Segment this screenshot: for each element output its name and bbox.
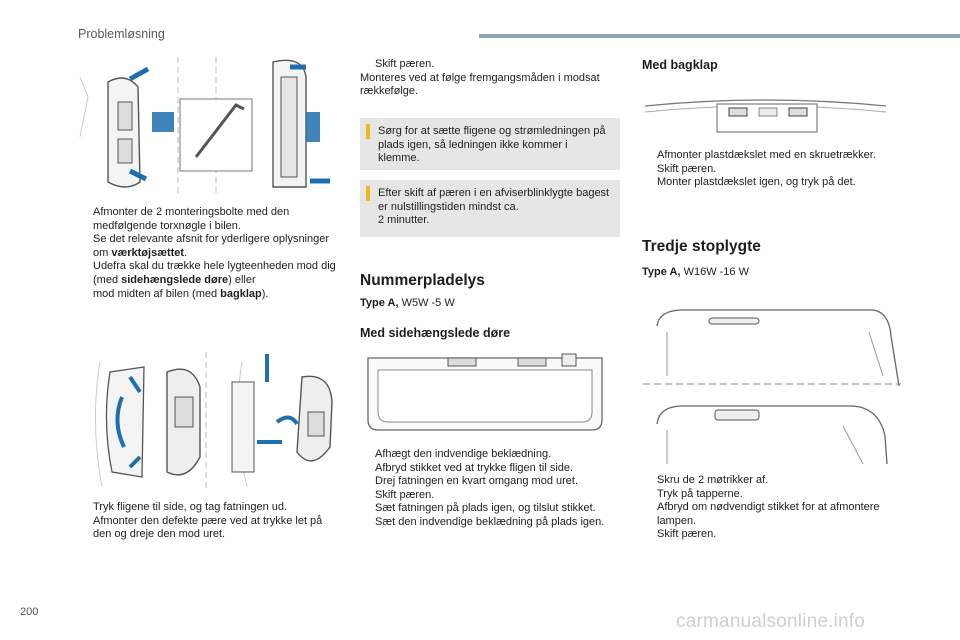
step-refit-holder: Sæt fatningen på plads igen, og tilslut … xyxy=(375,502,596,515)
illustration-bulb-holder xyxy=(94,352,333,492)
step-turn-holder: Drej fatningen en kvart omgang mod uret. xyxy=(375,475,579,488)
col2-top: Skift pæren. Monteres ved at følge fremg… xyxy=(360,58,620,99)
step-remove-bolts: Afmonter de 2 monteringsbolte med den me… xyxy=(93,206,290,232)
step-press-tabs: Tryk på tapperne. xyxy=(657,487,743,500)
col3-steps-a: Afmonter plastdækslet med en skruetrække… xyxy=(642,149,904,190)
illustration-number-plate-lamp xyxy=(367,353,603,431)
step-change-bulb: Skift pæren. xyxy=(375,488,435,501)
bulb-type-number-plate: Type A, W5W -5 W xyxy=(360,297,455,309)
step-pull-lamp-unit-cont: mod midten af bilen (med bagklap). xyxy=(93,287,269,300)
illustration-tailgate-lamp xyxy=(644,99,887,133)
col1-steps-a: Afmonter de 2 monteringsbolte med den me… xyxy=(78,206,340,301)
refit-instruction: Monteres ved at følge fremgangsmåden i m… xyxy=(360,71,600,98)
step-disconnect-plug: Afbryd om nødvendigt stikket for at afmo… xyxy=(657,501,880,527)
note-info-icon xyxy=(366,186,370,201)
subheading-side-doors: Med sidehængslede døre xyxy=(360,326,511,340)
col2-steps: Afhægt den indvendige beklædning. Afbryd… xyxy=(360,448,622,530)
step-press-tabs: Tryk fligene til side, og tag fatningen … xyxy=(93,501,288,513)
step-change-bulb: Skift pæren. xyxy=(375,58,435,70)
heading-number-plate-light: Nummerpladelys xyxy=(360,272,485,289)
col3-steps-b: Skru de 2 møtrikker af. Tryk på tapperne… xyxy=(642,474,904,542)
heading-third-brake-light: Tredje stoplygte xyxy=(642,238,761,255)
subheading-tailgate: Med bagklap xyxy=(642,58,718,72)
step-unscrew-nuts: Skru de 2 møtrikker af. xyxy=(657,474,769,486)
note-info-icon xyxy=(366,124,370,139)
note-reset-time: Efter skift af pæren i en afviserblinkly… xyxy=(360,180,620,237)
step-unhook-trim: Afhægt den indvendige beklædning. xyxy=(375,448,552,460)
step-change-bulb: Skift pæren. xyxy=(657,528,717,541)
step-disconnect-plug: Afbryd stikket ved at trykke fligen til … xyxy=(375,461,574,474)
header-accent-bar xyxy=(479,34,960,38)
step-pull-lamp-unit: Udefra skal du trække hele lygteenheden … xyxy=(93,260,336,286)
step-remove-cover: Afmonter plastdækslet med en skruetrække… xyxy=(657,149,876,161)
step-remove-bulb: Afmonter den defekte pære ved at trykke … xyxy=(93,514,323,541)
illustration-lamp-removal-top xyxy=(79,57,330,197)
section-label: Problemløsning xyxy=(78,27,165,41)
watermark: carmanualsonline.info xyxy=(676,611,866,632)
illustration-third-brake-light xyxy=(643,309,901,464)
step-refit-trim: Sæt den indvendige beklædning på plads i… xyxy=(375,515,605,528)
step-refit-cover: Monter plastdækslet igen, og tryk på det… xyxy=(657,176,856,189)
page-number: 200 xyxy=(20,606,39,618)
note-tabs-cable: Sørg for at sætte fligene og strømlednin… xyxy=(360,118,620,170)
step-change-bulb: Skift pæren. xyxy=(657,162,717,175)
bulb-type-brake-light: Type A, W16W -16 W xyxy=(642,266,749,278)
step-see-toolkit: Se det relevante afsnit for yderligere o… xyxy=(93,233,330,259)
col1-steps-b: Tryk fligene til side, og tag fatningen … xyxy=(78,501,340,542)
